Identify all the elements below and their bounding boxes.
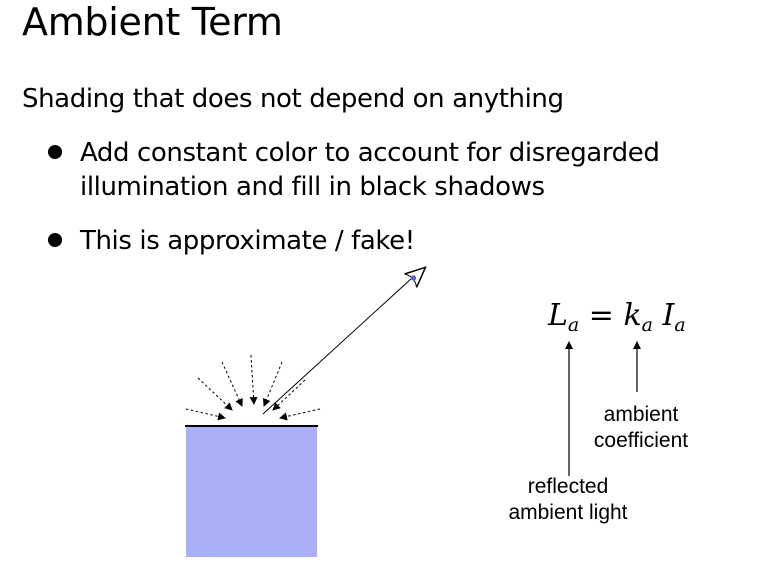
label-line: ambient light (508, 501, 628, 524)
reflected-ambient-light-label: reflected ambient light (500, 474, 636, 526)
bullet-dot-icon (48, 233, 62, 247)
ambient-ray (197, 377, 233, 411)
ambient-ray (272, 379, 306, 411)
label-line: reflected (527, 475, 609, 498)
equation-I: I (662, 298, 675, 333)
ambient-ray (185, 408, 226, 421)
equation-k: k (623, 298, 642, 333)
view-ray (262, 277, 413, 415)
equation-k-sub: a (641, 314, 653, 336)
bullet-text: This is approximate / fake! (80, 226, 415, 256)
bullet-item: Add constant color to account for disreg… (44, 136, 744, 204)
slide-subtitle: Shading that does not depend on anything (22, 84, 564, 114)
equation-I-sub: a (674, 314, 686, 336)
ambient-coefficient-label: ambient coefficient (586, 402, 696, 454)
bullet-text: Add constant color to account for disreg… (80, 138, 660, 202)
ambient-ray (249, 354, 258, 405)
ambient-rays (185, 354, 321, 421)
ambient-ray (279, 408, 321, 421)
surface-block (186, 427, 317, 557)
ambient-ray (221, 361, 243, 407)
label-line: ambient (603, 403, 679, 426)
equation-L: L (548, 298, 568, 333)
label-line: coefficient (593, 429, 689, 452)
ambient-equation: La = ka Ia (548, 298, 686, 336)
eye-icon (404, 266, 427, 288)
bullet-list: Add constant color to account for disreg… (44, 136, 744, 278)
bullet-dot-icon (48, 145, 62, 159)
equation-L-sub: a (567, 314, 580, 336)
slide-title: Ambient Term (22, 0, 283, 44)
bullet-item: This is approximate / fake! (44, 224, 744, 258)
equation-equals: = (588, 298, 614, 333)
